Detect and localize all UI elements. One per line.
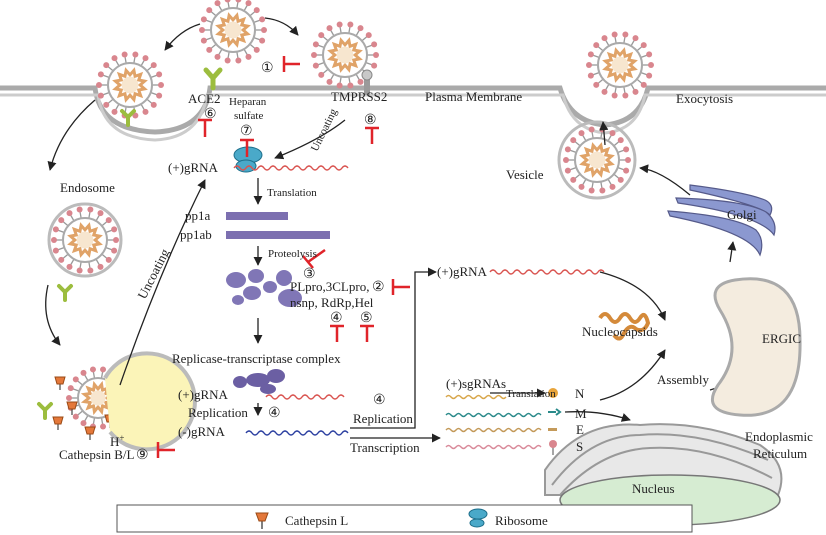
protein-n-label: N [575,386,585,401]
gRNA-minus-strand [245,430,349,436]
golgi-label: Golgi [727,207,757,222]
nucleus-label: Nucleus [632,481,675,496]
plasma-membrane-label: Plasma Membrane [425,89,522,104]
sgRNA-s-strand [445,444,542,450]
late-endosome [37,351,197,452]
sgRNAs-label: (+)sgRNAs [446,376,506,391]
gRNA-plus-strand-mid [265,394,345,400]
gRNA-plus-strand-right [489,269,605,275]
legend-ribosome-label: Ribosome [495,513,548,528]
step-9: ⑨ [136,448,149,463]
protein-m-icon [548,408,562,416]
ace2-label: ACE2 [188,91,221,106]
cathepsin-l-icon [84,426,96,440]
protein-e-icon [548,428,557,431]
er-label-line1: Endoplasmic [745,429,813,444]
gRNA-plus-label-mid: (+)gRNA [178,387,229,402]
replication-label-left: Replication [188,405,248,420]
pathway-arrows [45,17,738,443]
ergic-label: ERGIC [762,331,801,346]
step-6: ⑥ [204,107,217,122]
step-2: ② [372,280,385,295]
step-3: ③ [303,267,316,282]
cathepsin-l-icon [52,416,64,430]
golgi-apparatus [667,184,776,257]
gRNA-minus-label: (-)gRNA [178,424,226,439]
proteases-label-line1: PLpro,3CLpro, [290,279,369,294]
cathepsin-bl-label: Cathepsin B/L [59,447,135,462]
endosome-ace2-icon [57,109,136,302]
virus-in-vesicle [563,126,631,194]
endosome-label: Endosome [60,180,115,195]
cathepsin-l-legend-icon [255,512,269,529]
nucleocapsids-label: Nucleocapsids [582,324,658,339]
tmprss2-label: TMPRSS2 [331,89,387,104]
protein-m-label: M [575,406,587,421]
pp1ab-label: pp1ab [180,227,212,242]
virus-exocytosis [586,31,654,99]
protein-n-icon [548,388,558,398]
replication-label-right: Replication [353,411,413,426]
vesicle-label: Vesicle [506,167,544,182]
proteolysis-label: Proteolysis [268,248,317,260]
virus-attached-right [311,21,379,89]
ace2-receptor-icon [203,67,223,91]
step-4-replication: ④ [268,406,281,421]
rna-strands [233,165,605,450]
gRNA-plus-label-right: (+)gRNA [437,264,488,279]
replicase-complex-label: Replicase-transcriptase complex [172,351,341,366]
translation-label: Translation [267,187,317,199]
nonstructural-proteins [226,269,302,307]
cathepsin-l-icon [66,401,78,415]
gRNA-plus-label-top: (+)gRNA [168,160,219,175]
legend-cathepsin-l-label: Cathepsin L [285,513,348,528]
plasma-membrane [0,85,826,142]
heparan-label-line1: Heparan [229,96,267,108]
step-4-right: ④ [373,393,386,408]
exocytosis-label: Exocytosis [676,91,733,106]
step-7: ⑦ [240,124,253,139]
virus-attached-left [96,51,164,119]
sgRNA-n-strand [445,394,507,400]
transcription-label: Transcription [350,440,420,455]
replicase-complex-icon [233,369,285,394]
pp1a-label: pp1a [185,208,211,223]
virus-entering [199,0,267,64]
ribosome-legend-icon [468,508,488,528]
virus-particles [47,0,654,440]
pp1ab-bar [226,231,330,239]
gRNA-plus-strand-top [233,165,349,171]
inhibitor-marks [156,56,410,458]
h-plus-label: H+ [110,433,124,449]
protein-e-label: E [576,422,584,437]
er-label-line2: Reticulum [753,446,807,461]
step-5: ⑤ [360,311,373,326]
step-8: ⑧ [364,113,377,128]
protein-s-icon [549,440,557,455]
virus-in-endosome [51,206,119,274]
uncoating-label-left: Uncoating [134,246,172,302]
heparan-label-line2: sulfate [234,110,263,122]
nucleocapsid-rna [598,312,651,341]
legend-box [116,504,693,533]
translation-label-sg: Translation [506,388,556,400]
step-4-protease: ④ [330,311,343,326]
ergic-compartment [711,277,802,417]
sgRNA-e-strand [445,427,542,433]
proteases-label-line2: nsnp, RdRp,Hel [290,295,374,310]
step-1: ① [261,61,274,76]
tmprss2-receptor-icon [361,69,373,95]
uncoating-label-top: Uncoating [309,106,340,153]
sgRNA-m-strand [445,412,542,418]
protein-s-label: S [576,439,583,454]
assembly-label: Assembly [657,372,710,387]
pp1a-bar [226,212,288,220]
cathepsin-l-icon [54,376,66,390]
